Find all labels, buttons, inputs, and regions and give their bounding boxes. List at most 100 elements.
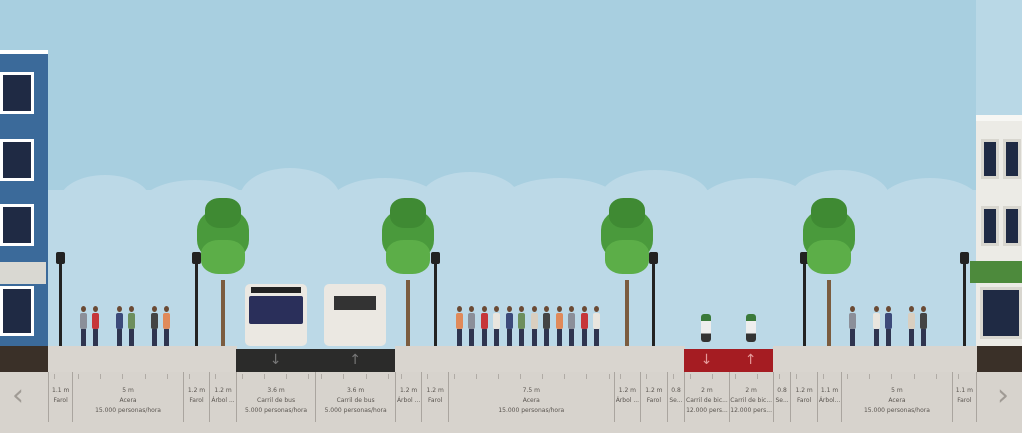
segment-width: 3.6 m	[267, 387, 285, 394]
pedestrian	[127, 306, 135, 346]
ruler-tick	[672, 374, 674, 379]
cloud	[700, 178, 810, 228]
ruler-tick	[690, 374, 692, 379]
ruler-tick	[100, 374, 102, 379]
ruler-tick	[608, 374, 610, 379]
pedestrian	[480, 306, 488, 346]
legs	[163, 329, 169, 346]
pedestrian	[162, 306, 170, 346]
pedestrian	[920, 306, 928, 346]
legs	[909, 329, 915, 346]
segment-label[interactable]: 1.1 m Farol	[48, 372, 72, 422]
segment-name: Farol	[797, 397, 812, 404]
segment-name: Acera	[119, 397, 137, 404]
head	[921, 306, 927, 312]
segment-name: Carril de bic...	[686, 397, 728, 404]
pedestrian	[530, 306, 538, 346]
segment-width: 1.1 m	[52, 387, 70, 394]
pedestrian	[468, 306, 476, 346]
head	[519, 306, 525, 312]
pedestrian	[455, 306, 463, 346]
tree-trunk	[624, 280, 629, 346]
body	[468, 313, 476, 329]
arrow-up-icon: ↑	[349, 352, 361, 368]
ruler-tick	[869, 374, 871, 379]
segment-name: Árbol ...	[615, 397, 640, 404]
cyclist	[701, 314, 712, 342]
tree-canopy	[390, 198, 427, 228]
segment-name: Farol	[53, 397, 68, 404]
ruler-tick	[321, 374, 323, 379]
head	[885, 306, 891, 312]
cloud	[60, 175, 150, 225]
head	[544, 306, 550, 312]
sidewalk-surface	[640, 346, 668, 372]
segment-name: Carril de bus	[257, 397, 296, 404]
lamp-post	[962, 252, 966, 346]
sidewalk-surface	[772, 346, 792, 372]
body	[593, 313, 601, 329]
legs	[873, 329, 879, 346]
body	[115, 313, 123, 329]
ruler-tick	[343, 374, 345, 379]
ruler-tick	[476, 374, 478, 379]
scroll-right-button[interactable]: ›	[988, 378, 1018, 413]
ruler-tick	[734, 374, 736, 379]
legs	[544, 329, 550, 346]
ruler-tick	[215, 374, 217, 379]
lamp-post	[433, 252, 437, 346]
body	[908, 313, 916, 329]
legs	[152, 329, 158, 346]
head	[152, 306, 158, 312]
head	[594, 306, 600, 312]
body	[162, 313, 170, 329]
ruler-tick	[263, 374, 265, 379]
body	[518, 313, 526, 329]
segment-width: 2 m	[745, 387, 757, 394]
body	[580, 313, 588, 329]
ruler-tick	[144, 374, 146, 379]
segment-capacity: 12.000 pers...	[730, 407, 772, 414]
ruler-tick	[935, 374, 937, 379]
segment-width: 1.1 m	[820, 387, 839, 394]
body	[884, 313, 892, 329]
pedestrian	[555, 306, 563, 346]
body	[920, 313, 928, 329]
pedestrian	[568, 306, 576, 346]
tree-canopy	[811, 198, 848, 228]
segment-capacity: 15.000 personas/hora	[498, 407, 565, 414]
cloud	[500, 178, 620, 228]
scroll-left-button[interactable]: ‹	[3, 378, 33, 413]
legs	[569, 329, 575, 346]
segment-width: 1.2 m	[187, 387, 206, 394]
pedestrian	[543, 306, 551, 346]
tree-canopy	[604, 240, 649, 274]
legs	[531, 329, 537, 346]
bus	[244, 284, 307, 346]
head	[469, 306, 475, 312]
head	[569, 306, 575, 312]
legs	[850, 329, 856, 346]
ruler-tick	[564, 374, 566, 379]
sidewalk-surface	[182, 346, 211, 372]
bus	[324, 284, 387, 346]
